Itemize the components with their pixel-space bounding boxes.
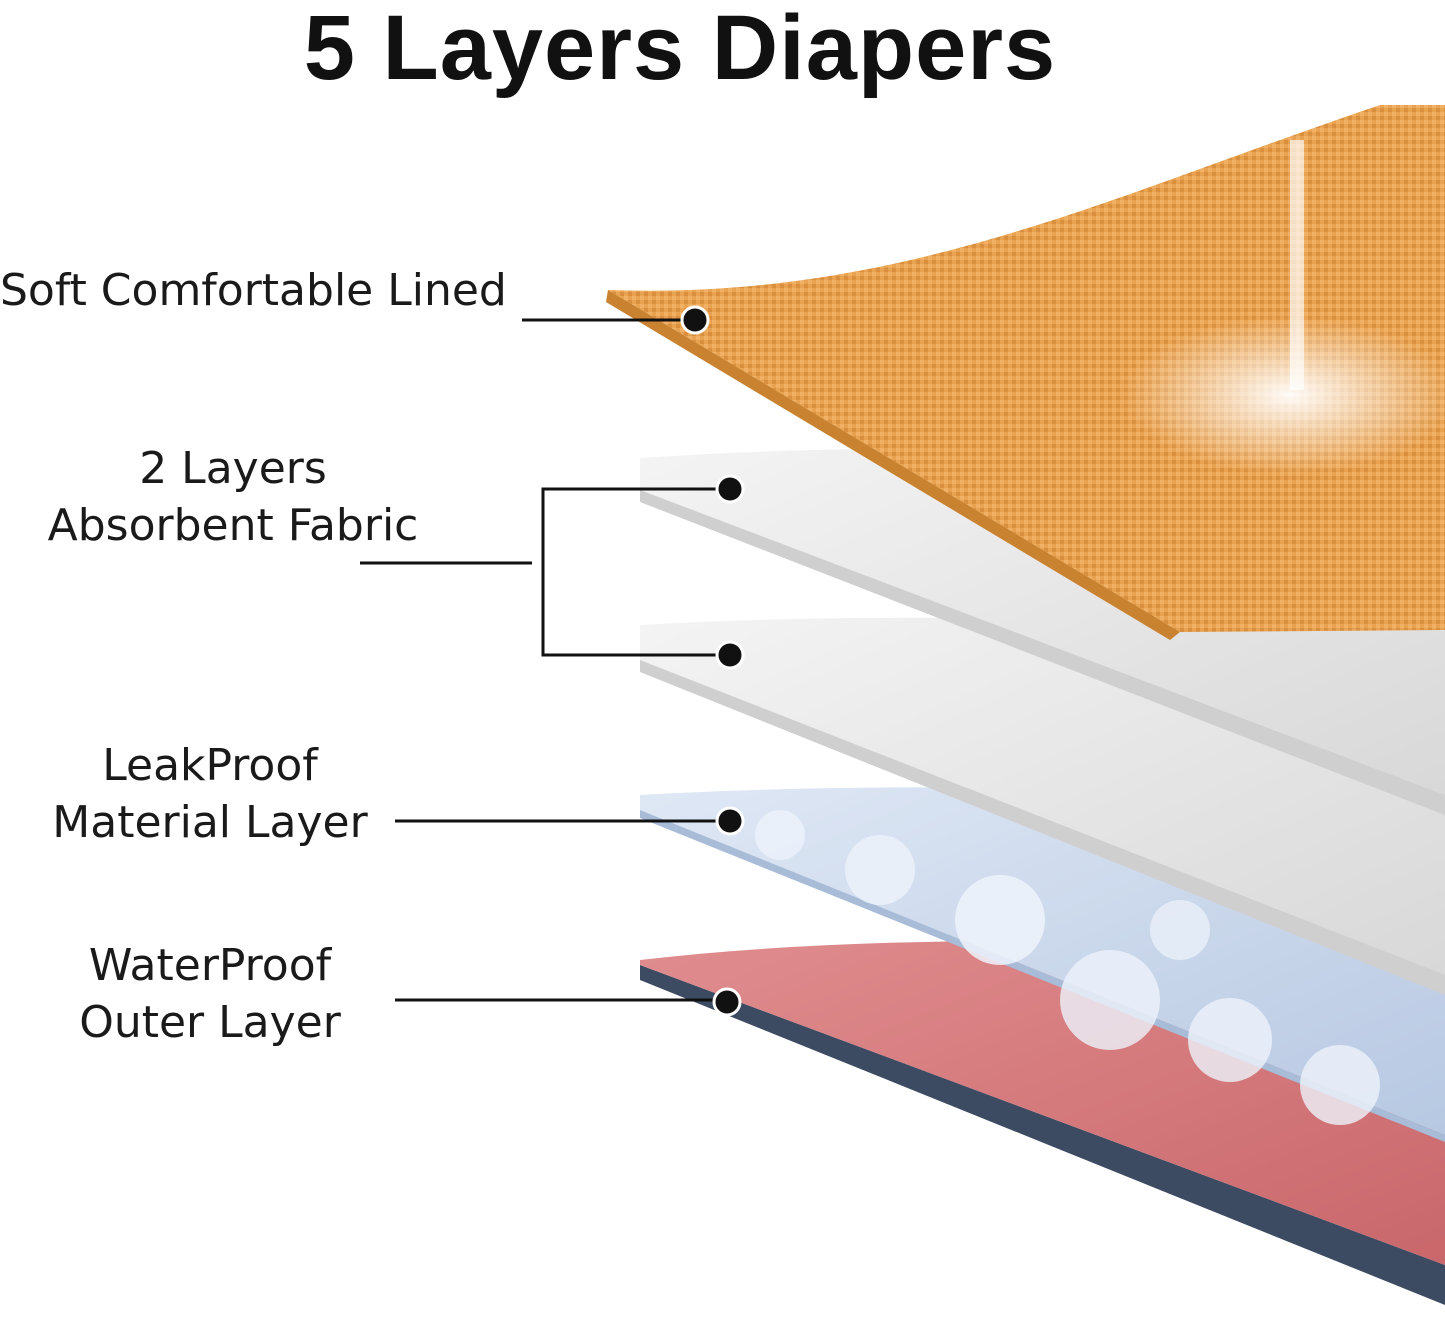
label-waterproof-line1: WaterProof [88, 940, 332, 991]
water-stream-icon [1290, 140, 1304, 390]
water-splash-icon [1120, 315, 1445, 475]
label-waterproof-layer: WaterProof Outer Layer [60, 937, 360, 1051]
dot-absorbent-1 [715, 474, 745, 504]
label-absorbent-line2: Absorbent Fabric [47, 500, 419, 552]
label-leakproof-layer: LeakProof Material Layer [40, 737, 380, 851]
callout-dots [680, 305, 745, 1017]
label-absorbent-fabric: 2 Layers Absorbent Fabric [28, 440, 438, 554]
label-soft-comfortable-lined: Soft Comfortable Lined [0, 262, 507, 319]
label-waterproof-line2: Outer Layer [79, 997, 341, 1049]
label-leakproof-line2: Material Layer [52, 797, 368, 849]
dot-soft [680, 305, 710, 335]
dot-absorbent-2 [715, 640, 745, 670]
dot-waterproof [712, 987, 742, 1017]
dot-leakproof [715, 806, 745, 836]
bracket-absorbent [541, 487, 730, 657]
label-absorbent-line1: 2 Layers [139, 443, 327, 494]
label-leakproof-line1: LeakProof [102, 740, 318, 791]
leader-lines [360, 318, 730, 1002]
soft-lined-top-layer [606, 105, 1445, 640]
page-title: 5 Layers Diapers [303, 0, 1057, 99]
label-soft-text: Soft Comfortable Lined [0, 265, 507, 316]
